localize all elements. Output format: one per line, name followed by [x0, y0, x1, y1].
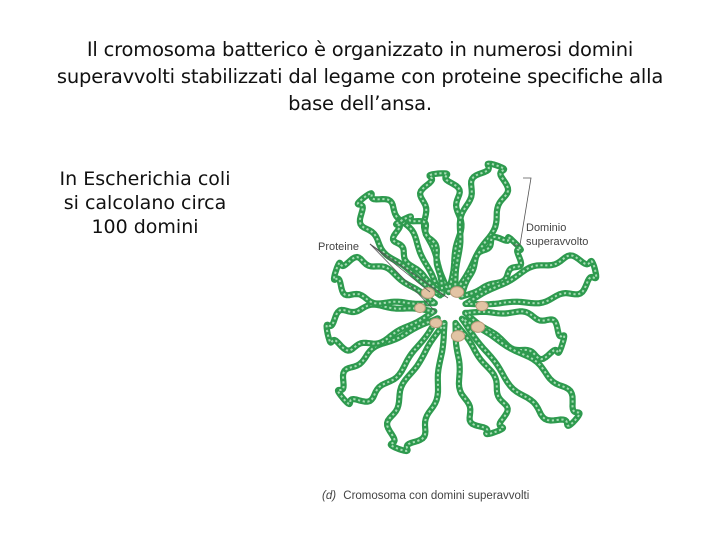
supercoiled-loops	[323, 160, 600, 455]
dna-strand	[384, 319, 448, 455]
dna-highlight	[332, 255, 436, 305]
caption-letter: (d)	[322, 490, 336, 502]
protein-bead	[475, 300, 489, 312]
title-line-1: Il cromosoma batterico è organizzato in …	[86, 38, 634, 61]
note-line-3: 100 domini	[91, 216, 199, 238]
protein-bead	[450, 330, 466, 342]
dna-highlight	[453, 162, 510, 294]
dna-loop	[389, 213, 446, 297]
title-line-2: superavvolti stabilizzati dal legame con…	[56, 65, 664, 88]
title-line-3: base dell’ansa.	[288, 92, 432, 115]
dna-highlight	[391, 215, 444, 295]
leader-lines	[369, 177, 532, 313]
protein-bead	[429, 317, 443, 329]
leader-line-protein-1	[369, 243, 431, 293]
label-domain-line-2: superavvolto	[526, 236, 588, 248]
dna-strand	[451, 160, 512, 296]
label-proteins: Proteine	[318, 241, 359, 253]
leader-line-protein-3	[369, 243, 449, 299]
caption-text: Cromosoma con domini superavvolti	[343, 490, 529, 502]
dna-loop	[458, 315, 583, 429]
note-line-2: si calcolano circa	[63, 192, 227, 214]
side-note: In Escherichia coli si calcolano circa 1…	[40, 167, 250, 239]
dna-highlight	[454, 322, 509, 436]
slide-title: Il cromosoma batterico è organizzato in …	[20, 36, 700, 117]
dna-loop	[462, 252, 600, 308]
protein-bead	[420, 287, 436, 299]
dna-highlight	[356, 192, 442, 297]
dna-loop	[451, 160, 512, 296]
domain-bracket	[513, 177, 532, 246]
figure-caption: (d) Cromosoma con domini superavvolti	[322, 490, 529, 502]
note-line-1: In Escherichia coli	[59, 168, 231, 190]
dna-loop	[330, 253, 438, 307]
leader-line-protein-2	[369, 243, 437, 313]
label-domain-line-1: Dominio	[526, 222, 566, 234]
protein-bead	[414, 302, 426, 314]
protein-bead	[470, 321, 486, 333]
chromosome-diagram: Proteine Dominio superavvolto (d) Cromos…	[318, 160, 600, 502]
dna-loop	[384, 319, 448, 455]
dna-strand	[462, 252, 600, 308]
dna-loop	[452, 319, 511, 438]
protein-bead	[449, 286, 465, 298]
protein-cluster	[414, 286, 489, 342]
dna-highlight	[461, 317, 581, 427]
